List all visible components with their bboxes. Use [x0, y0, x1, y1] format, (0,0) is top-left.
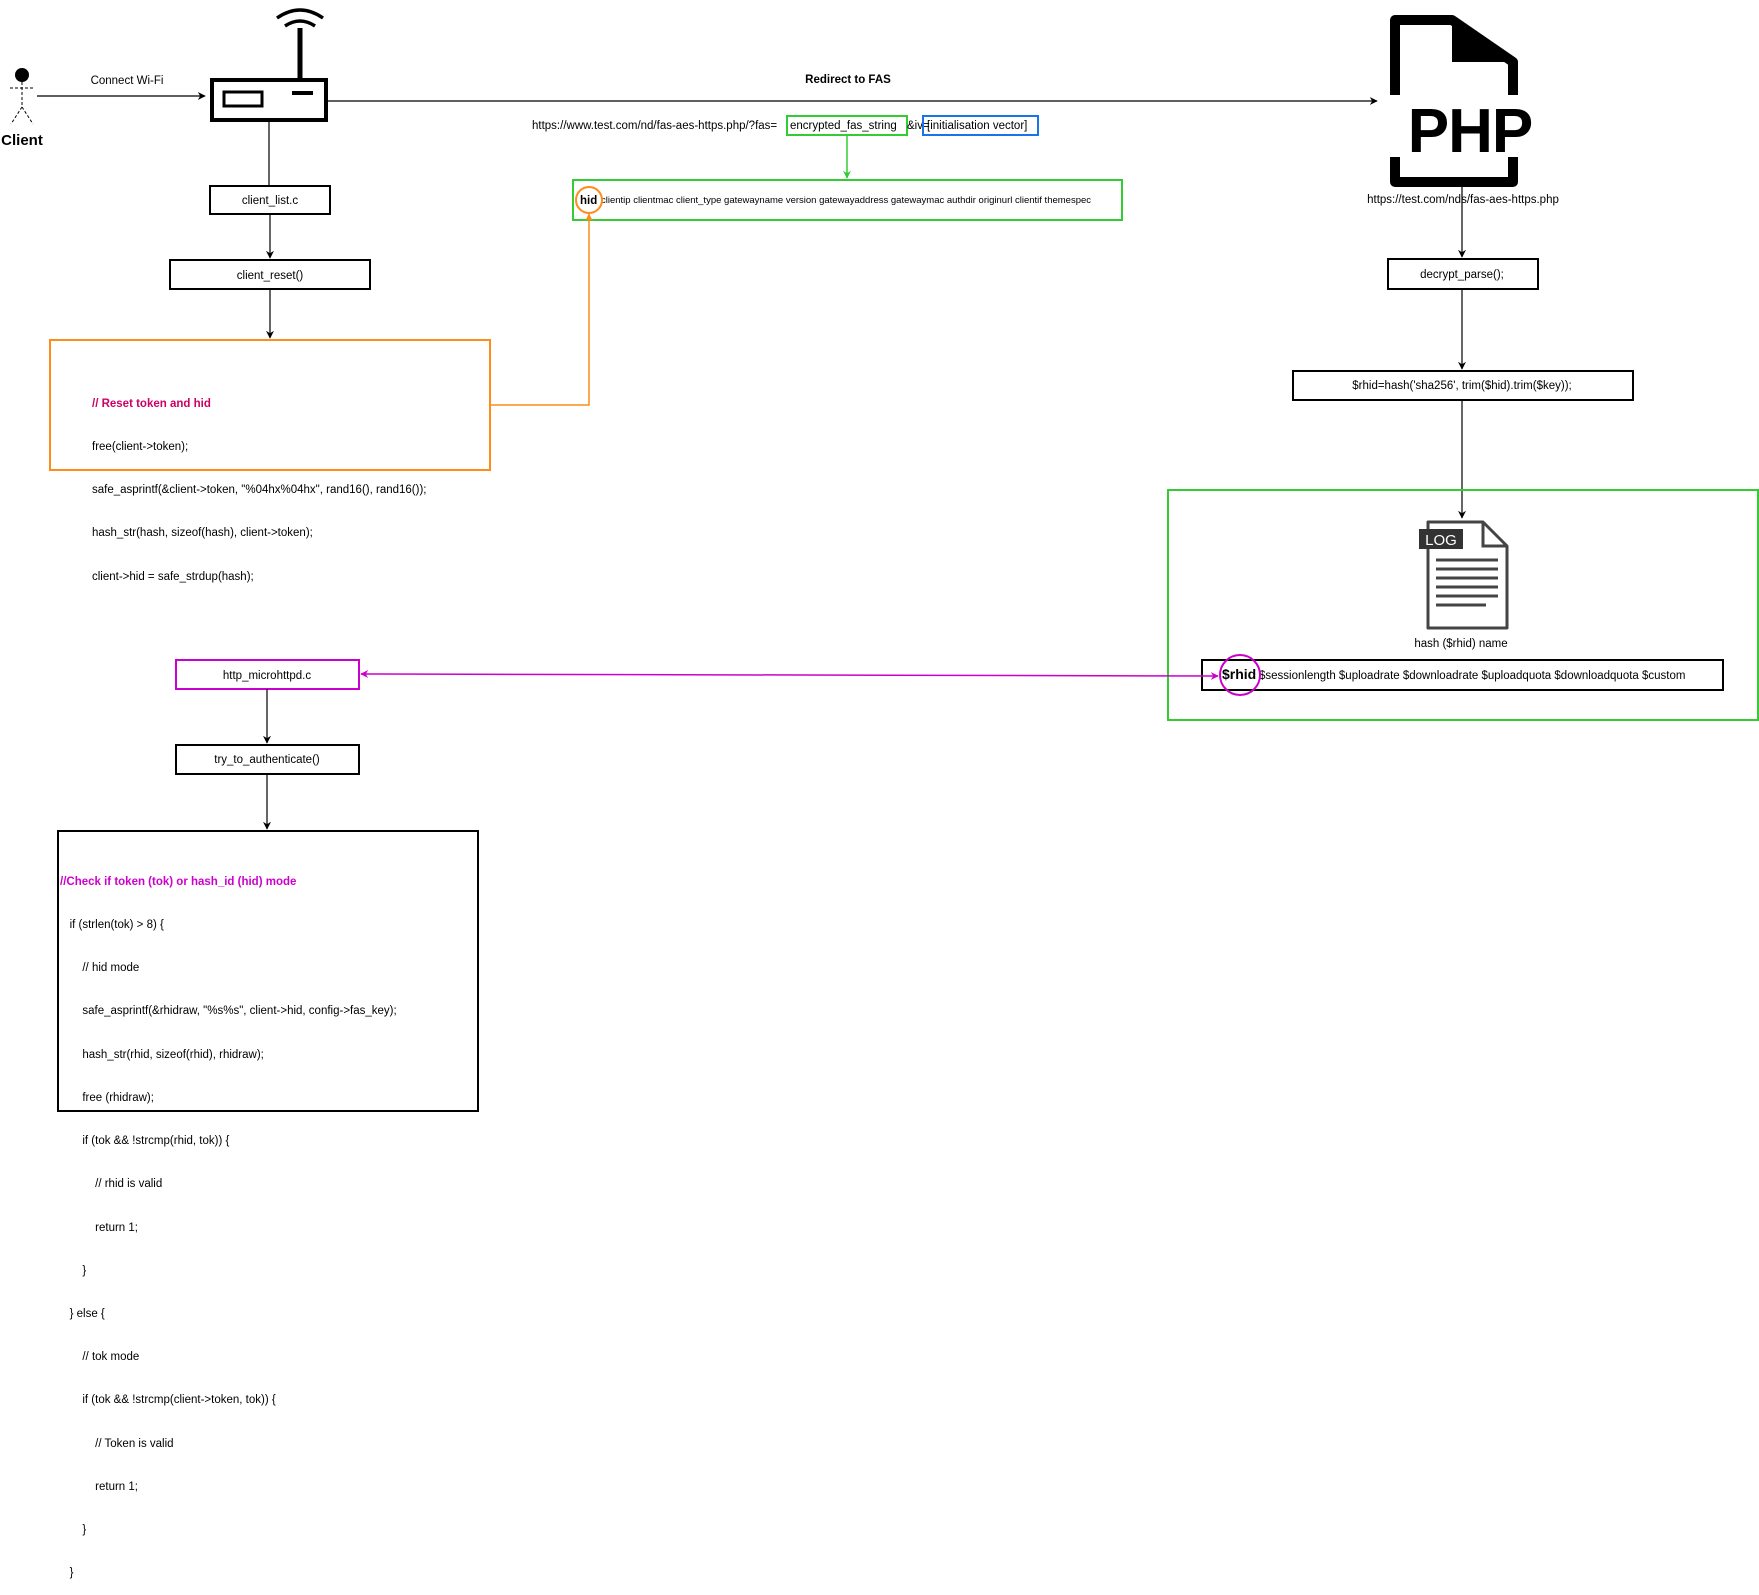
client-list-label: client_list.c: [242, 195, 298, 207]
encrypted-string-text: encrypted_fas_string: [790, 120, 897, 132]
hid-params-rest: clientip clientmac client_type gatewayna…: [601, 195, 1091, 206]
rhid-params-box: [1201, 659, 1724, 691]
log-icon-text: LOG: [1425, 532, 1457, 549]
reset-code-line: client->hid = safe_strdup(hash);: [92, 570, 254, 583]
reset-code-box: [49, 339, 491, 471]
auth-code-line: // hid mode: [60, 962, 140, 975]
auth-code-line: // Token is valid: [60, 1437, 174, 1450]
iv-box: [922, 115, 1039, 136]
hid-origin-orange-arrow: [490, 213, 593, 406]
flow-diagram: Client Connect Wi-Fi Redirect to FAS htt…: [1, 8, 1759, 1112]
try-authenticate-box: [175, 744, 360, 775]
log-caption: hash ($rhid) name: [1414, 638, 1507, 650]
auth-code-line: safe_asprintf(&rhidraw, "%s%s", client->…: [60, 1005, 397, 1018]
auth-code-line: }: [60, 1524, 87, 1537]
rhid-highlight-circle: [1219, 654, 1261, 696]
rhid-hash-label: $rhid=hash('sha256', trim($hid).trim($ke…: [1352, 380, 1571, 392]
reset-code-block: // Reset token and hid free(client->toke…: [92, 368, 427, 599]
fas-url-prefix: https://www.test.com/nd/fas-aes-https.ph…: [532, 120, 777, 132]
iv-param-prefix: &iv=: [907, 120, 930, 132]
iv-text: [initialisation vector]: [927, 120, 1027, 132]
rhid-params-rest: $sessionlength $uploadrate $downloadrate…: [1259, 670, 1685, 682]
auth-code-block: //Check if token (tok) or hash_id (hid) …: [60, 846, 397, 1595]
http-microhttpd-box: [175, 659, 360, 690]
auth-code-line: if (tok && !strcmp(client->token, tok)) …: [60, 1394, 276, 1407]
auth-code-line: }: [60, 1567, 74, 1580]
reset-code-line: hash_str(hash, sizeof(hash), client->tok…: [92, 527, 313, 540]
rhid-hash-box: [1292, 370, 1634, 401]
php-icon-text: PHP: [1408, 97, 1532, 166]
router-icon: [210, 8, 328, 122]
rhid-param: $rhid: [1222, 666, 1256, 682]
client-reset-label: client_reset(): [237, 270, 304, 282]
hid-param: hid: [580, 195, 597, 207]
auth-code-comment: //Check if token (tok) or hash_id (hid) …: [60, 875, 297, 888]
auth-code-line: hash_str(rhid, sizeof(rhid), rhidraw);: [60, 1048, 264, 1061]
auth-code-box: [57, 830, 479, 1112]
log-file-icon: LOG: [1419, 520, 1509, 630]
auth-code-line: if (strlen(tok) > 8) {: [60, 919, 164, 932]
try-authenticate-label: try_to_authenticate(): [214, 754, 320, 766]
auth-code-line: if (tok && !strcmp(rhid, tok)) {: [60, 1135, 230, 1148]
hid-highlight-circle: [575, 186, 603, 214]
decrypt-parse-box: [1387, 258, 1539, 290]
log-store-container: [1167, 489, 1759, 721]
auth-code-line: }: [60, 1264, 87, 1277]
auth-code-line: return 1;: [60, 1480, 138, 1493]
rhid-compare-magenta-arrow: [360, 670, 1219, 680]
client-list-box: [209, 185, 331, 215]
hid-params-box: [572, 179, 1123, 221]
auth-code-line: // tok mode: [60, 1351, 140, 1364]
reset-code-line: safe_asprintf(&client->token, "%04hx%04h…: [92, 484, 427, 497]
client-actor-icon: [10, 68, 34, 125]
redirect-fas-label: Redirect to FAS: [805, 74, 891, 86]
php-file-icon: PHP: [1385, 15, 1555, 187]
http-microhttpd-label: http_microhttpd.c: [223, 670, 311, 682]
auth-code-line: return 1;: [60, 1221, 138, 1234]
client-reset-box: [169, 259, 371, 290]
connect-wifi-label: Connect Wi-Fi: [91, 75, 164, 87]
reset-code-line: free(client->token);: [92, 441, 189, 454]
php-url-label: https://test.com/nds/fas-aes-https.php: [1367, 194, 1559, 206]
decrypt-parse-label: decrypt_parse();: [1420, 269, 1504, 281]
auth-code-line: // rhid is valid: [60, 1178, 163, 1191]
auth-code-line: free (rhidraw);: [60, 1091, 154, 1104]
reset-code-comment: // Reset token and hid: [92, 397, 211, 410]
auth-code-line: } else {: [60, 1308, 105, 1320]
client-label: Client: [1, 132, 43, 149]
